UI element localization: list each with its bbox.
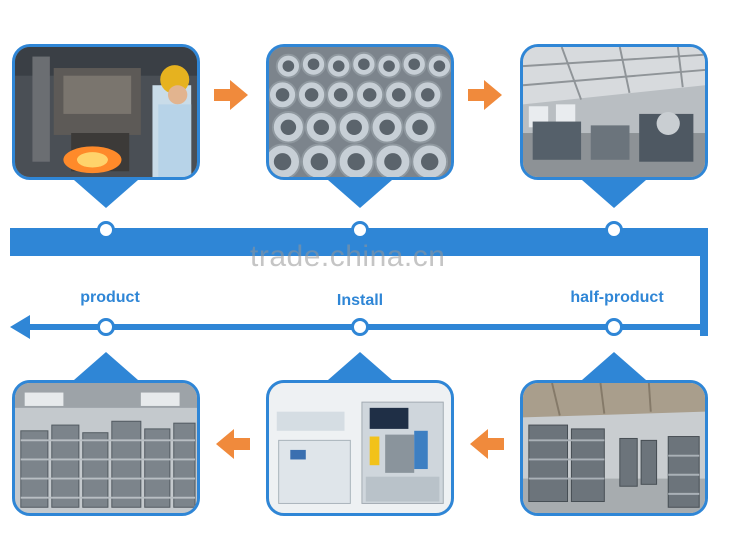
timeline-connector [700, 228, 708, 336]
timeline-node [351, 221, 369, 239]
pointer-up [74, 352, 138, 380]
pointer-up [582, 352, 646, 380]
step-label-install: Install [336, 292, 384, 309]
pointer-down [74, 180, 138, 208]
timeline-node [605, 221, 623, 239]
arrow-left-icon [216, 429, 250, 459]
install-machine-photo [266, 380, 454, 516]
timeline-arrowhead-icon [10, 315, 30, 339]
workshop-photo [520, 44, 708, 180]
storage-photo [520, 380, 708, 516]
rings-photo [266, 44, 454, 180]
forging-photo [12, 44, 200, 180]
step-label-product: product [80, 289, 140, 306]
warehouse-photo [12, 380, 200, 516]
step-label-half-product: half-product [570, 289, 664, 306]
arrow-left-icon [470, 429, 504, 459]
arrow-right-icon [214, 80, 248, 110]
pointer-up [328, 352, 392, 380]
timeline-node [97, 318, 115, 336]
pointer-down [328, 180, 392, 208]
timeline-node [351, 318, 369, 336]
watermark: trade.china.cn [250, 240, 446, 273]
arrow-right-icon [468, 80, 502, 110]
timeline-node [97, 221, 115, 239]
timeline-node [605, 318, 623, 336]
pointer-down [582, 180, 646, 208]
